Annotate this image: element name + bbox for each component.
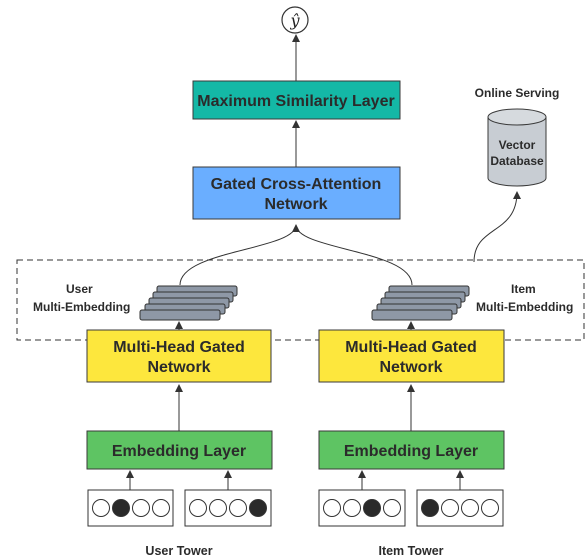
user-mhg-line1: Multi-Head Gated xyxy=(113,339,245,356)
user-multi-head-gated-network: Multi-Head Gated Network xyxy=(86,329,272,383)
vector-database-line1: Vector xyxy=(499,138,536,152)
user-embedding-line1: User xyxy=(66,282,93,296)
gated-cross-attention-line2: Network xyxy=(264,196,327,213)
gated-cross-attention-network: Gated Cross-Attention Network xyxy=(192,166,401,220)
item-multi-embedding-stack xyxy=(371,285,470,321)
arrow-user-embedding-to-attention xyxy=(179,224,300,286)
item-input-onehot-2 xyxy=(416,489,504,527)
embedding-region-border xyxy=(16,259,585,341)
item-embedding-layer-label: Embedding Layer xyxy=(344,443,478,460)
user-embedding-layer: Embedding Layer xyxy=(86,430,273,470)
vector-database-icon: Vector Database xyxy=(487,108,547,187)
user-mhg-line2: Network xyxy=(147,359,210,376)
item-mhg-line2: Network xyxy=(379,359,442,376)
item-embedding-line2: Multi-Embedding xyxy=(476,300,573,314)
user-input-onehot-2 xyxy=(184,489,272,527)
output-node: ŷ xyxy=(281,6,309,34)
arrow-to-vector-database xyxy=(473,191,521,263)
online-serving-label: Online Serving xyxy=(475,86,560,100)
user-input-onehot-1 xyxy=(87,489,174,527)
output-symbol: ŷ xyxy=(289,11,300,30)
item-multi-head-gated-network: Multi-Head Gated Network xyxy=(318,329,505,383)
user-embedding-line2: Multi-Embedding xyxy=(33,300,130,314)
user-tower-label: User Tower xyxy=(145,544,212,558)
user-multi-embedding-stack xyxy=(139,285,238,321)
maximum-similarity-label: Maximum Similarity Layer xyxy=(197,93,394,110)
user-embedding-layer-label: Embedding Layer xyxy=(112,443,246,460)
gated-cross-attention-line1: Gated Cross-Attention xyxy=(211,176,382,193)
arrow-item-embedding-to-attention xyxy=(295,224,413,286)
maximum-similarity-layer: Maximum Similarity Layer xyxy=(192,80,401,120)
item-tower-label: Item Tower xyxy=(378,544,443,558)
item-input-onehot-1 xyxy=(318,489,406,527)
item-embedding-layer: Embedding Layer xyxy=(318,430,505,470)
vector-database-line2: Database xyxy=(490,154,544,168)
item-mhg-line1: Multi-Head Gated xyxy=(345,339,477,356)
item-embedding-line1: Item xyxy=(511,282,536,296)
